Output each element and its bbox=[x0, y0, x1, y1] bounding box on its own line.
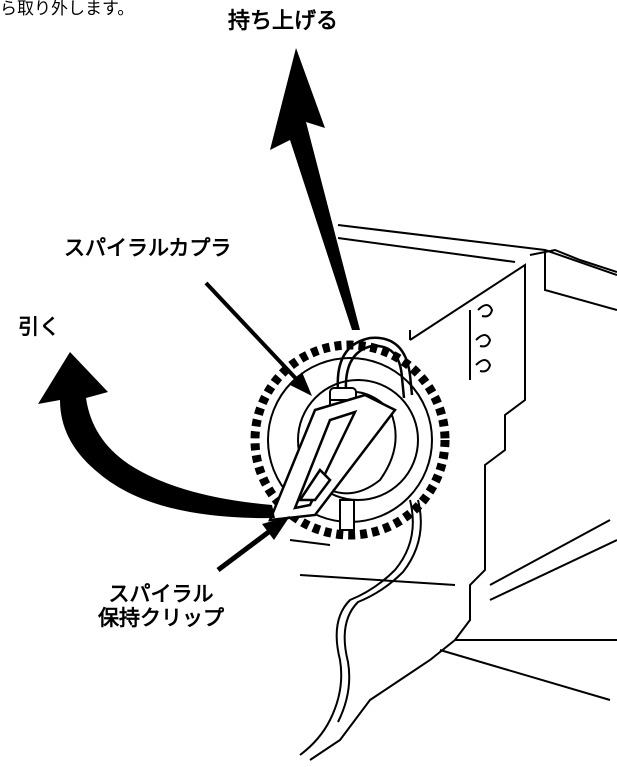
spiral-coupler-label: スパイラルカプラ bbox=[64, 236, 232, 260]
lift-label: 持ち上げる bbox=[228, 9, 339, 34]
gear bbox=[250, 340, 450, 540]
pull-label: 引く bbox=[18, 315, 60, 339]
spiral-clip-label: スパイラル 保持クリップ bbox=[98, 582, 224, 630]
chassis-frame bbox=[289, 224, 617, 761]
coupler-pointer bbox=[204, 281, 312, 396]
spiral-coupler-wire bbox=[336, 336, 414, 399]
pull-arrow bbox=[38, 352, 275, 519]
spiral-retaining-clip bbox=[268, 393, 397, 522]
lift-arrow bbox=[270, 48, 360, 330]
caption-fragment: ら取り外します。 bbox=[0, 0, 135, 19]
clip-pointer bbox=[216, 516, 290, 572]
spiral-clip-label-line2: 保持クリップ bbox=[98, 606, 224, 631]
spiral-clip-label-line1: スパイラル bbox=[108, 582, 214, 606]
